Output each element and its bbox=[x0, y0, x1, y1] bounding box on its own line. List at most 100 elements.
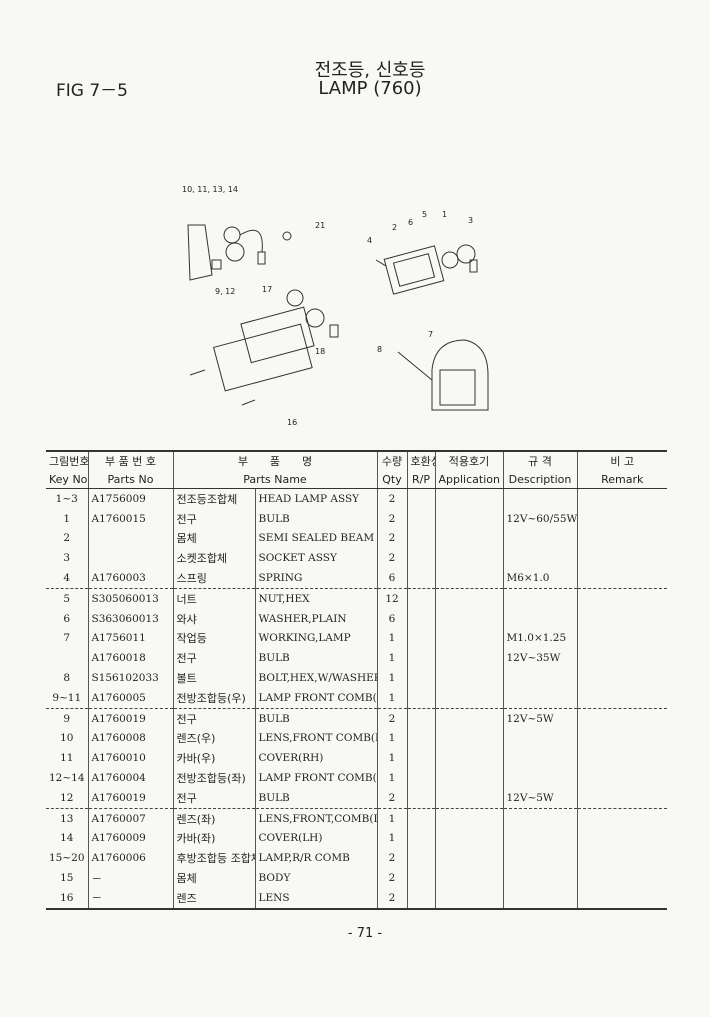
application-cell bbox=[434, 887, 503, 910]
qty-cell: 1 bbox=[376, 768, 407, 788]
korean-name-cell: 너트 bbox=[172, 588, 255, 609]
rp-cell bbox=[406, 708, 435, 729]
callout: 16 bbox=[287, 418, 297, 427]
key-cell: 9~11 bbox=[46, 687, 88, 709]
key-cell: 9 bbox=[63, 712, 71, 725]
part-name-cell: BULB bbox=[254, 508, 377, 529]
key-cell: 11 bbox=[60, 752, 74, 765]
callout: 8 bbox=[377, 345, 382, 354]
key-cell: 1 bbox=[63, 512, 71, 525]
application-cell bbox=[434, 488, 503, 509]
remark-cell bbox=[576, 648, 667, 669]
remark-cell bbox=[576, 548, 667, 569]
rp-cell bbox=[406, 887, 435, 910]
korean-name-cell: 전구 bbox=[172, 708, 255, 729]
header-rp: R/P bbox=[406, 470, 435, 489]
key-cell: 1~3 bbox=[55, 492, 78, 505]
callout: 10, 11, 13, 14 bbox=[182, 185, 238, 194]
application-cell bbox=[434, 868, 503, 888]
part-name-cell: BODY bbox=[254, 868, 377, 888]
key-cell: 10 bbox=[60, 732, 74, 745]
key-cell: 13 bbox=[60, 812, 74, 825]
part-number-cell: A1760018 bbox=[87, 648, 173, 669]
description-cell bbox=[502, 668, 577, 688]
callout: 6 bbox=[408, 218, 413, 227]
application-cell bbox=[434, 548, 503, 569]
parts-table: 그림번호 부 품 번 호 부 품 명 수량 호환성 적용호기 규 격 비 고 K… bbox=[46, 450, 667, 910]
key-cell: 16 bbox=[46, 887, 88, 910]
callout: 2 bbox=[392, 223, 397, 232]
application-cell bbox=[434, 848, 503, 869]
title-english: LAMP (760) bbox=[318, 78, 422, 99]
qty-cell: 2 bbox=[376, 887, 407, 910]
rp-cell bbox=[406, 868, 435, 888]
korean-name-cell: 전방조합등(우) bbox=[172, 687, 255, 709]
callout: 18 bbox=[315, 347, 325, 356]
description-cell bbox=[502, 828, 577, 849]
part-number-cell: A1760005 bbox=[87, 687, 173, 709]
callout: 4 bbox=[367, 236, 372, 245]
rear-lamp bbox=[212, 323, 313, 392]
remark-cell bbox=[576, 528, 667, 549]
qty-cell: 1 bbox=[376, 668, 407, 688]
part-name-cell: SEMI SEALED BEAM bbox=[254, 528, 377, 549]
application-cell bbox=[434, 568, 503, 589]
key-cell: 15 bbox=[60, 872, 74, 885]
callout: 7 bbox=[428, 330, 433, 339]
application-cell bbox=[434, 728, 503, 749]
part-number-cell: A1760019 bbox=[87, 787, 173, 809]
application-cell bbox=[434, 608, 503, 629]
korean-name-cell: 와샤 bbox=[172, 608, 255, 629]
rp-cell bbox=[406, 648, 435, 669]
application-cell bbox=[434, 528, 503, 549]
remark-cell bbox=[576, 708, 667, 729]
description-cell bbox=[502, 887, 577, 910]
remark-cell bbox=[576, 868, 667, 888]
header-app: Application bbox=[434, 470, 503, 489]
part-name-cell: BULB bbox=[254, 787, 377, 809]
korean-name-cell: 전조등조합체 bbox=[172, 488, 255, 509]
key-cell: 7 bbox=[63, 632, 71, 645]
korean-name-cell: 볼트 bbox=[172, 668, 255, 688]
part-number-cell: A1760008 bbox=[87, 728, 173, 749]
rp-cell bbox=[406, 508, 435, 529]
description-cell: 12V~5W bbox=[502, 787, 577, 809]
page-number: - 71 - bbox=[347, 926, 383, 941]
header-app-korean: 적용호기 bbox=[434, 450, 503, 470]
key-cell: 6 bbox=[63, 612, 71, 625]
korean-name-cell: 후방조합등 조합체 bbox=[172, 848, 255, 869]
part-number-cell: A1760007 bbox=[87, 808, 173, 829]
qty-cell: 2 bbox=[376, 548, 407, 569]
callout: 1 bbox=[442, 210, 447, 219]
qty-cell: 2 bbox=[376, 488, 407, 509]
remark-cell bbox=[576, 748, 667, 769]
qty-cell: 1 bbox=[376, 687, 407, 709]
part-name-cell: LAMP,R/R COMB bbox=[254, 848, 377, 869]
application-cell bbox=[434, 508, 503, 529]
header-rp-korean: 호환성 bbox=[406, 450, 435, 470]
key-cell: 12~14 bbox=[49, 772, 85, 785]
part-name-cell: BOLT,HEX,W/WASHER bbox=[254, 668, 377, 688]
qty-cell: 1 bbox=[376, 628, 407, 649]
qty-cell: 1 bbox=[376, 728, 407, 749]
header-desc-korean: 규 격 bbox=[502, 450, 577, 470]
key-cell: 2 bbox=[63, 532, 71, 545]
part-name-cell: LAMP FRONT COMB(LH) bbox=[254, 768, 377, 788]
key-cell: 8 bbox=[63, 672, 71, 685]
rp-cell bbox=[406, 488, 435, 509]
qty-cell: 2 bbox=[376, 868, 407, 888]
korean-name-cell: 소켓조합체 bbox=[172, 548, 255, 569]
remark-cell bbox=[576, 887, 667, 910]
